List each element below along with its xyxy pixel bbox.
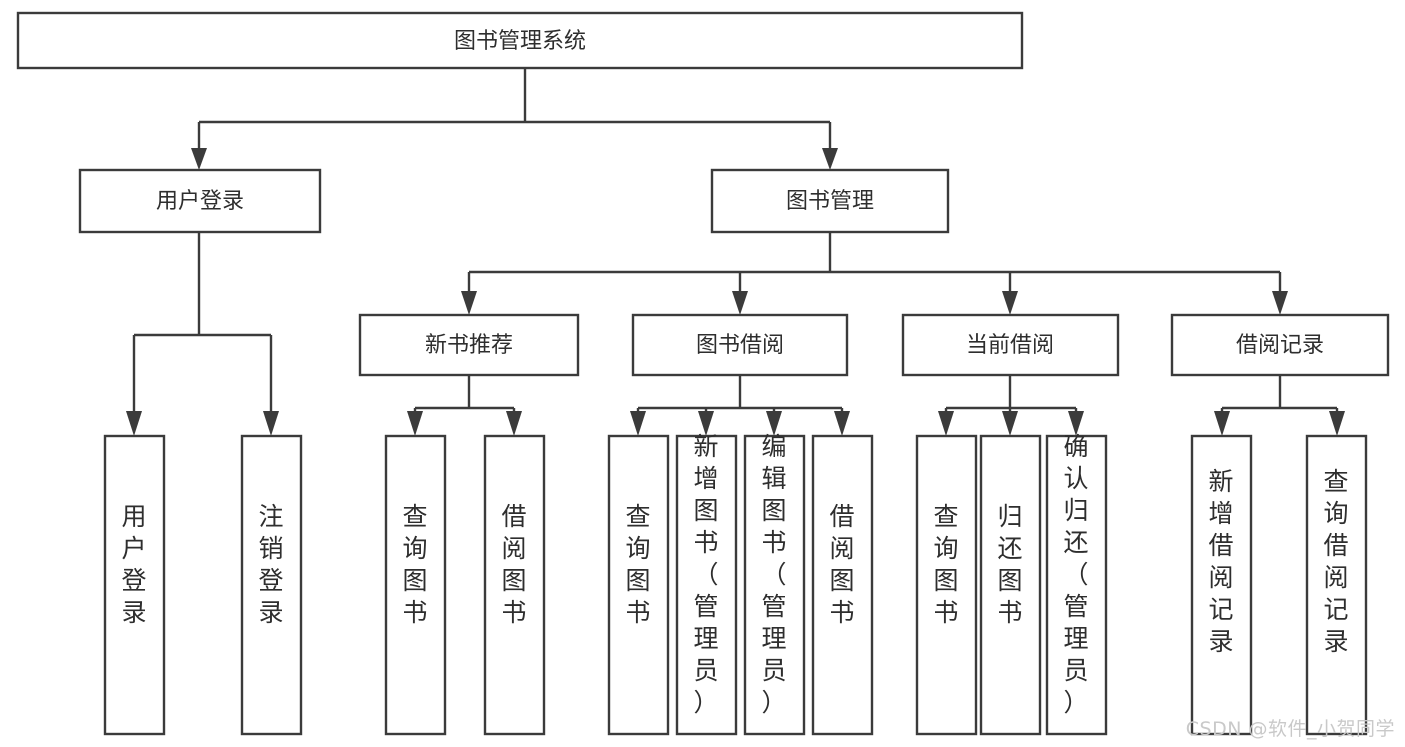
- arrow-leaf-user-login-1: [126, 411, 142, 436]
- leaf-new-book-2-box[interactable]: [483, 434, 546, 736]
- leaf-book-borrow-4-box[interactable]: [811, 434, 874, 736]
- node-user-login[interactable]: 用户登录: [78, 168, 322, 234]
- leaf-borrow-record-2-label: 查询借阅记录: [1323, 467, 1348, 656]
- leaf-current-borrow-3[interactable]: 确认归还（管理员）: [1045, 432, 1108, 736]
- edge-group: [126, 68, 1345, 436]
- node-root-label: 图书管理系统: [454, 29, 586, 54]
- arrow-leaf-borrow-record-2: [1329, 411, 1345, 436]
- node-current-borrow-label: 当前借阅: [966, 333, 1054, 358]
- leaf-book-borrow-1-box[interactable]: [607, 434, 670, 736]
- leaf-user-login-2[interactable]: 注销登录: [240, 434, 303, 736]
- leaf-user-login-1-label: 用户登录: [121, 502, 146, 627]
- leaf-new-book-1-label: 查询图书: [402, 502, 427, 627]
- leaf-book-borrow-3[interactable]: 编辑图书（管理员）: [743, 432, 806, 736]
- leaf-user-login-1[interactable]: 用户登录: [103, 434, 166, 736]
- leaf-book-borrow-3-label: 编辑图书（管理员）: [761, 432, 786, 717]
- arrow-leaf-current-borrow-2: [1002, 411, 1018, 436]
- node-book-borrow-label: 图书借阅: [696, 333, 784, 358]
- leaf-new-book-2[interactable]: 借阅图书: [483, 434, 546, 736]
- leaf-current-borrow-3-box[interactable]: [1045, 434, 1108, 736]
- leaf-user-login-2-label: 注销登录: [258, 502, 283, 627]
- node-new-book-recommend[interactable]: 新书推荐: [358, 313, 580, 377]
- node-user-login-box[interactable]: [78, 168, 322, 234]
- leaf-book-borrow-4[interactable]: 借阅图书: [811, 434, 874, 736]
- leaf-book-borrow-2-box[interactable]: [675, 434, 738, 736]
- leaf-new-book-2-label: 借阅图书: [501, 502, 526, 627]
- arrow-to-new-book: [461, 291, 477, 315]
- node-borrow-record-box[interactable]: [1170, 313, 1390, 377]
- arrow-leaf-current-borrow-3: [1068, 411, 1084, 436]
- leaf-borrow-record-1[interactable]: 新增借阅记录: [1190, 434, 1253, 736]
- leaf-borrow-record-1-label: 新增借阅记录: [1208, 467, 1233, 656]
- arrow-leaf-book-borrow-1: [630, 411, 646, 436]
- leaf-current-borrow-1-box[interactable]: [915, 434, 978, 736]
- node-current-borrow[interactable]: 当前借阅: [901, 313, 1120, 377]
- leaf-book-borrow-2[interactable]: 新增图书（管理员）: [675, 432, 738, 736]
- leaf-current-borrow-1-label: 查询图书: [933, 502, 958, 627]
- leaf-user-login-2-box[interactable]: [240, 434, 303, 736]
- arrow-leaf-current-borrow-1: [938, 411, 954, 436]
- node-new-book-recommend-label: 新书推荐: [425, 333, 513, 358]
- leaf-book-borrow-3-box[interactable]: [743, 434, 806, 736]
- leaf-user-login-1-box[interactable]: [103, 434, 166, 736]
- arrow-leaf-user-login-2: [263, 411, 279, 436]
- node-new-book-recommend-box[interactable]: [358, 313, 580, 377]
- leaf-current-borrow-2[interactable]: 归还图书: [979, 434, 1042, 736]
- arrow-leaf-book-borrow-4: [834, 411, 850, 436]
- node-book-borrow-box[interactable]: [631, 313, 849, 377]
- leaf-book-borrow-2-label: 新增图书（管理员）: [693, 432, 718, 717]
- arrow-to-book-borrow: [732, 291, 748, 315]
- leaf-current-borrow-1[interactable]: 查询图书: [915, 434, 978, 736]
- arrow-leaf-borrow-record-1: [1214, 411, 1230, 436]
- leaf-new-book-1[interactable]: 查询图书: [384, 434, 447, 736]
- node-root-box[interactable]: [16, 11, 1024, 70]
- leaf-borrow-record-2-box[interactable]: [1305, 434, 1368, 736]
- node-user-login-label: 用户登录: [156, 189, 244, 214]
- node-book-manage-label: 图书管理: [786, 189, 874, 214]
- arrow-to-current-borrow: [1002, 291, 1018, 315]
- leaf-book-borrow-1[interactable]: 查询图书: [607, 434, 670, 736]
- leaf-borrow-record-1-box[interactable]: [1190, 434, 1253, 736]
- arrow-to-user-login: [191, 148, 207, 170]
- leaf-borrow-record-2[interactable]: 查询借阅记录: [1305, 434, 1368, 736]
- node-borrow-record-label: 借阅记录: [1236, 333, 1324, 358]
- arrow-leaf-new-book-1: [407, 411, 423, 436]
- node-book-borrow[interactable]: 图书借阅: [631, 313, 849, 377]
- arrow-leaf-book-borrow-3: [766, 411, 782, 436]
- node-book-manage[interactable]: 图书管理: [710, 168, 950, 234]
- csdn-watermark: CSDN @软件_小贺同学: [1185, 718, 1395, 740]
- leaf-book-borrow-4-label: 借阅图书: [829, 502, 854, 627]
- arrow-to-book-manage: [822, 148, 838, 170]
- leaf-new-book-1-box[interactable]: [384, 434, 447, 736]
- leaf-current-borrow-2-box[interactable]: [979, 434, 1042, 736]
- arrow-to-borrow-record: [1272, 291, 1288, 315]
- node-current-borrow-box[interactable]: [901, 313, 1120, 377]
- node-borrow-record[interactable]: 借阅记录: [1170, 313, 1390, 377]
- leaf-book-borrow-1-label: 查询图书: [625, 502, 650, 627]
- leaf-current-borrow-2-label: 归还图书: [997, 502, 1022, 627]
- arrow-leaf-new-book-2: [506, 411, 522, 436]
- leaf-current-borrow-3-label: 确认归还（管理员）: [1063, 432, 1088, 717]
- node-root[interactable]: 图书管理系统: [16, 11, 1024, 70]
- node-book-manage-box[interactable]: [710, 168, 950, 234]
- arrow-leaf-book-borrow-2: [698, 411, 714, 436]
